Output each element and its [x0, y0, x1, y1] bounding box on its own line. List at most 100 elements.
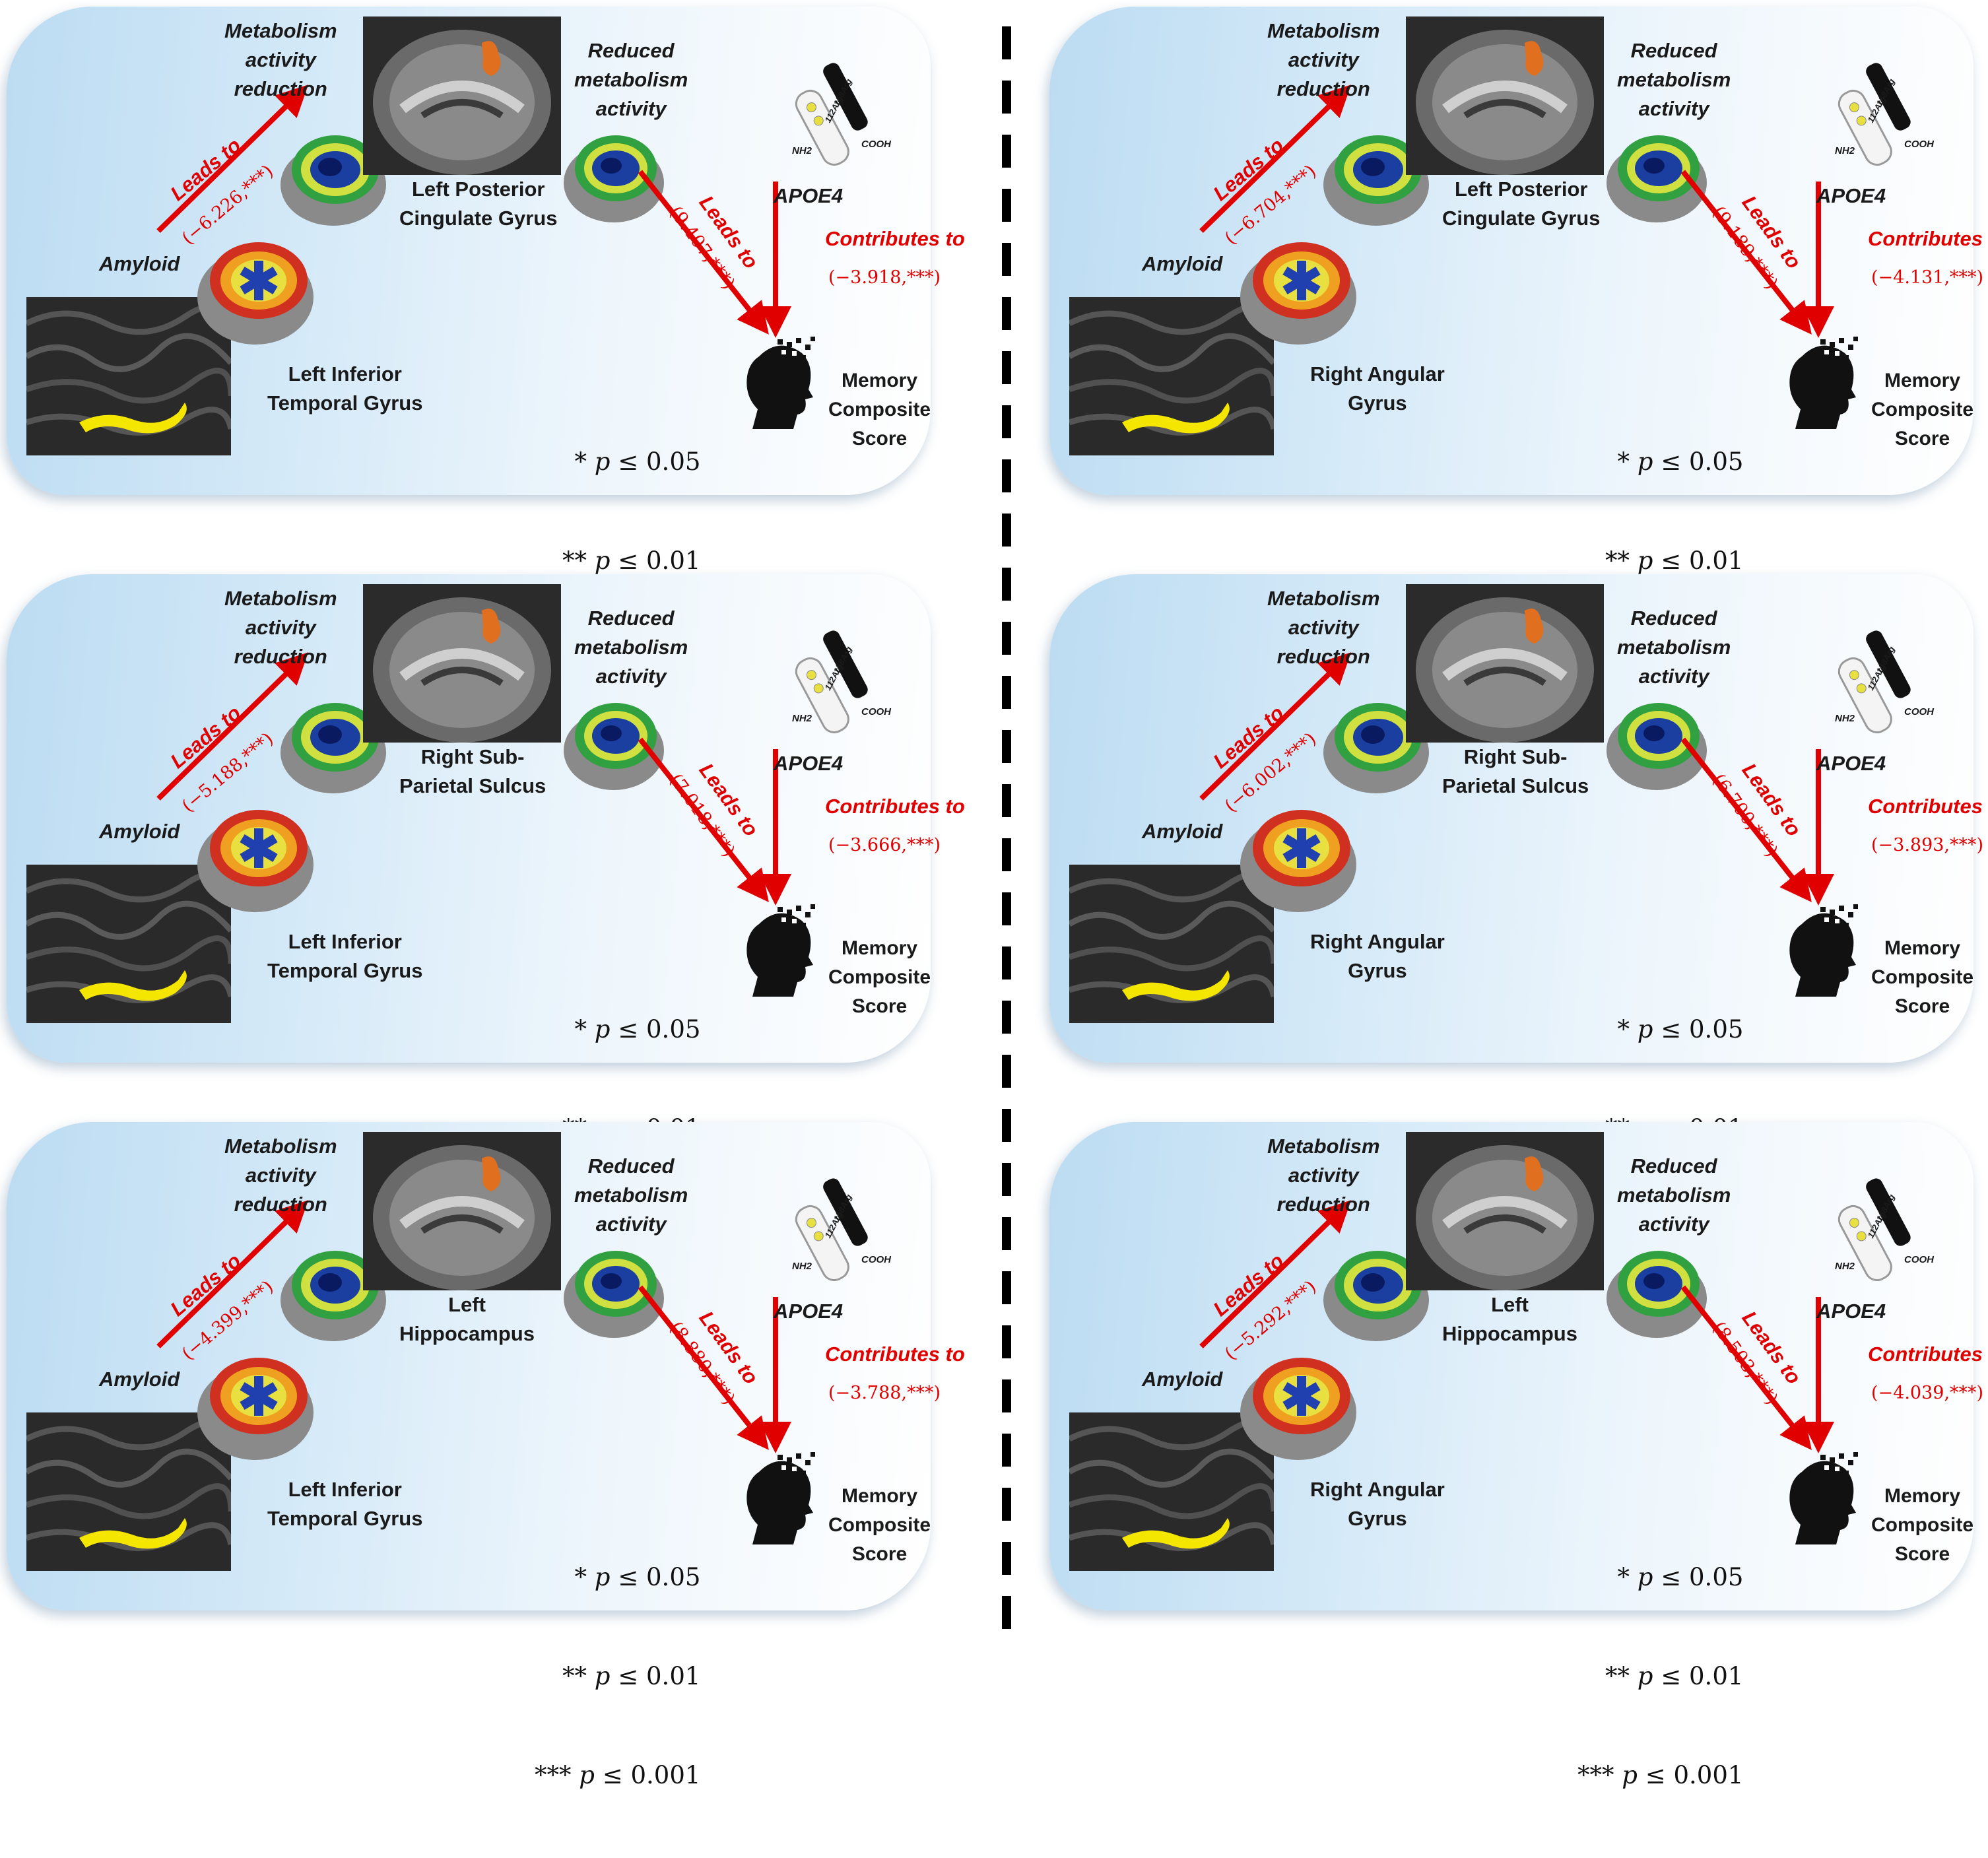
- fdg-pet-head-2: [1604, 129, 1709, 228]
- contributes-to-label: Contributes to: [1868, 227, 1983, 250]
- sig-row-1: * p ≤ 0.05: [574, 1563, 701, 1591]
- contributes-to-label: Contributes to: [825, 795, 965, 818]
- roi-region-label: Left Hippocampus: [1442, 1293, 1577, 1345]
- reduced-metabolism-label: Reduced metabolism activity: [574, 1154, 688, 1236]
- roi-region-label: Left Posterior Cingulate Gyrus: [1442, 178, 1601, 230]
- apoe4-molecule-icon: NH2 COOH 158Arg 112Arg: [1822, 1175, 1940, 1290]
- metabolism-reduction-label: Metabolism activity reduction: [1267, 1135, 1380, 1216]
- arrow-amyloid-to-metabolism: [156, 652, 309, 801]
- sig-row-1: * p ≤ 0.05: [1617, 1563, 1744, 1591]
- effect-apoe4-to-memory: (−4.131,***): [1871, 267, 1984, 288]
- metabolism-reduction-label: Metabolism activity reduction: [224, 19, 337, 100]
- fdg-pet-head-2: [1604, 1244, 1709, 1343]
- sig-row-2: ** p ≤ 0.01: [562, 1662, 701, 1690]
- roi-region-label: Left Posterior Cingulate Gyrus: [399, 178, 558, 230]
- effect-apoe4-to-memory: (−3.666,***): [828, 835, 941, 855]
- nh2-label: NH2: [792, 145, 812, 156]
- amyloid-mri-image: [26, 865, 231, 1023]
- roi-mri-image: [363, 1132, 561, 1290]
- roi-region-label: Right Sub- Parietal Sulcus: [399, 745, 547, 797]
- memory-composite-label: Memory Composite Score: [1871, 937, 1974, 1017]
- sig-row-1: * p ≤ 0.05: [1617, 1015, 1744, 1044]
- diagram-panel-1: NH2 COOH 158Arg 112Arg: [7, 7, 965, 674]
- fdg-pet-head-2: [561, 1244, 667, 1343]
- apoe4-label: APOE4: [774, 184, 844, 207]
- amyloid-mri-image: [1069, 1412, 1274, 1571]
- arrow-metabolism-to-memory: [638, 737, 769, 902]
- apoe4-molecule-icon: NH2 COOH 158Arg 112Arg: [1822, 627, 1940, 743]
- panel-divider: [1002, 26, 1011, 1637]
- nh2-label: NH2: [1835, 1261, 1855, 1272]
- effect-apoe4-to-memory: (−4.039,***): [1871, 1383, 1984, 1403]
- cooh-label: COOH: [861, 139, 891, 150]
- diagram-panel-6: NH2 COOH 158Arg 112Arg: [1049, 1122, 1983, 1789]
- amyloid-mri-image: [26, 1412, 231, 1571]
- metabolism-reduction-label: Metabolism activity reduction: [1267, 19, 1380, 100]
- arrow-amyloid-to-metabolism: [1199, 84, 1352, 233]
- amyloid-region-label: Right Angular Gyrus: [1310, 930, 1445, 982]
- sig-row-3: *** p ≤ 0.001: [535, 1761, 701, 1789]
- fdg-pet-head-2: [561, 129, 667, 228]
- sig-row-1: * p ≤ 0.05: [574, 1015, 701, 1044]
- cooh-label: COOH: [861, 1254, 891, 1265]
- amyloid-label: Amyloid: [1142, 820, 1223, 843]
- sig-row-2: ** p ≤ 0.01: [1605, 547, 1744, 575]
- sig-row-2: ** p ≤ 0.01: [562, 547, 701, 575]
- memory-composite-label: Memory Composite Score: [1871, 1485, 1974, 1565]
- cooh-label: COOH: [1904, 139, 1934, 150]
- roi-region-label: Right Sub- Parietal Sulcus: [1442, 745, 1589, 797]
- memory-composite-label: Memory Composite Score: [828, 937, 931, 1017]
- memory-head-icon: [739, 1452, 818, 1554]
- amyloid-pet-head: [193, 802, 318, 917]
- arrow-metabolism-to-memory: [1680, 1285, 1812, 1450]
- roi-region-label: Left Hippocampus: [399, 1293, 535, 1345]
- memory-head-icon: [1782, 1452, 1861, 1554]
- roi-mri-image: [1406, 1132, 1604, 1290]
- reduced-metabolism-label: Reduced metabolism activity: [574, 39, 688, 120]
- contributes-to-label: Contributes to: [1868, 795, 1983, 818]
- arrows-layer: [156, 652, 791, 906]
- apoe4-label: APOE4: [1816, 1300, 1886, 1323]
- amyloid-mri-image: [1069, 297, 1274, 455]
- roi-mri-image: [363, 584, 561, 743]
- memory-composite-label: Memory Composite Score: [1871, 370, 1974, 449]
- reduced-metabolism-label: Reduced metabolism activity: [1617, 39, 1731, 120]
- cooh-label: COOH: [1904, 706, 1934, 717]
- fdg-pet-head-2: [561, 696, 667, 795]
- diagram-panel-4: NH2 COOH 158Arg 112Arg: [1049, 574, 1983, 1242]
- nh2-label: NH2: [792, 1261, 812, 1272]
- memory-composite-label: Memory Composite Score: [828, 1485, 931, 1565]
- apoe4-label: APOE4: [1816, 752, 1886, 775]
- effect-apoe4-to-memory: (−3.788,***): [828, 1383, 941, 1403]
- amyloid-pet-head: [1236, 802, 1361, 917]
- sig-row-2: ** p ≤ 0.01: [1605, 1662, 1744, 1690]
- diagram-panel-3: NH2 COOH 158Arg 112Arg: [7, 574, 965, 1242]
- arrows-layer: [1199, 652, 1834, 906]
- memory-head-icon: [1782, 904, 1861, 1007]
- amyloid-mri-image: [1069, 865, 1274, 1023]
- diagram-panel-2: NH2 COOH 158Arg 112Arg: [1049, 7, 1983, 674]
- significance-legend: * p ≤ 0.05 ** p ≤ 0.01 *** p ≤ 0.001: [1577, 1495, 1743, 1858]
- apoe4-label: APOE4: [1816, 184, 1886, 207]
- reduced-metabolism-label: Reduced metabolism activity: [1617, 1154, 1731, 1236]
- arrow-metabolism-to-memory: [1680, 737, 1812, 902]
- nh2-label: NH2: [1835, 145, 1855, 156]
- amyloid-label: Amyloid: [99, 1368, 180, 1391]
- memory-head-icon: [739, 904, 818, 1007]
- contributes-to-label: Contributes to: [825, 227, 965, 250]
- apoe4-molecule-icon: NH2 COOH 158Arg 112Arg: [779, 627, 898, 743]
- amyloid-mri-image: [26, 297, 231, 455]
- amyloid-pet-head: [193, 1350, 318, 1465]
- contributes-to-label: Contributes to: [1868, 1343, 1983, 1366]
- arrow-amyloid-to-metabolism: [1199, 652, 1352, 801]
- fdg-pet-head-1: [1320, 1244, 1432, 1346]
- amyloid-region-label: Left Inferior Temporal Gyrus: [267, 930, 423, 982]
- significance-legend: * p ≤ 0.05 ** p ≤ 0.01 *** p ≤ 0.001: [535, 1495, 700, 1858]
- metabolism-reduction-label: Metabolism activity reduction: [224, 587, 337, 668]
- arrows-layer: [156, 1200, 791, 1453]
- metabolism-reduction-label: Metabolism activity reduction: [224, 1135, 337, 1216]
- fdg-pet-head-1: [277, 1244, 389, 1346]
- apoe4-molecule-icon: NH2 COOH 158Arg 112Arg: [779, 1175, 898, 1290]
- memory-head-icon: [739, 337, 818, 439]
- apoe4-label: APOE4: [774, 752, 844, 775]
